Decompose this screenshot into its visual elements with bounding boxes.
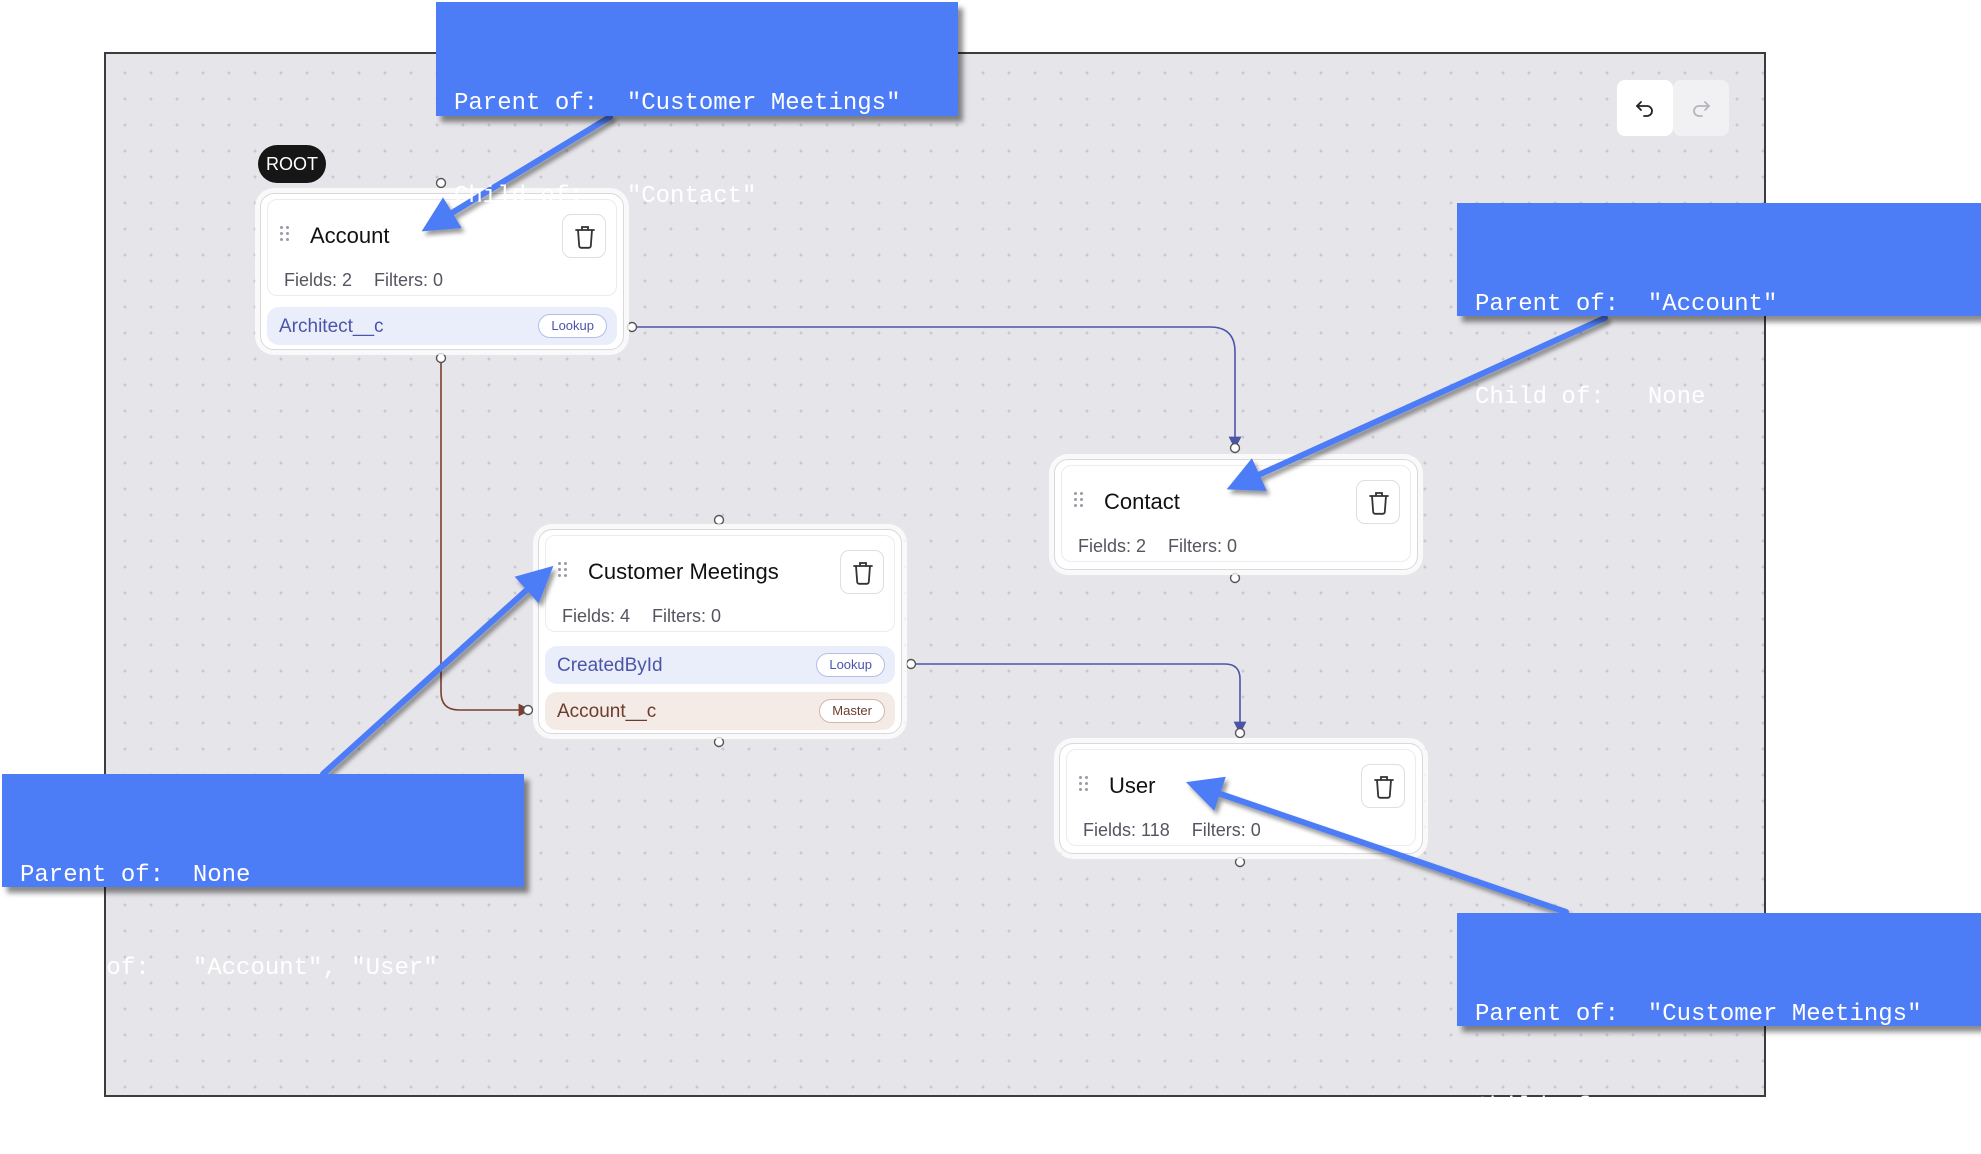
annotation-arrow: [1226, 315, 1608, 491]
edges-layer: [435, 177, 1247, 868]
field-name: Account__c: [557, 701, 657, 722]
node-stats: Fields: 2 Filters: 0: [1078, 536, 1259, 557]
callout-line: Child of: "Contact": [454, 183, 757, 210]
field-row-createdbyid[interactable]: CreatedById Lookup: [545, 646, 895, 684]
handle-account-top: [435, 177, 447, 189]
callout-line: Parent of: None: [20, 862, 251, 889]
field-row-architect[interactable]: Architect__c Lookup: [267, 307, 617, 345]
callout-account: Parent of: "Customer Meetings" Child of:…: [436, 2, 958, 210]
node-customer-meetings[interactable]: Customer Meetings Fields: 4 Filters: 0 Cr…: [538, 529, 902, 734]
drag-handle-icon[interactable]: [280, 226, 294, 244]
undo-button[interactable]: [1617, 80, 1673, 136]
callout-line: Parent of: "Account": [1475, 291, 1778, 318]
node-header: User Fields: 118 Filters: 0: [1066, 749, 1416, 846]
field-name: CreatedById: [557, 655, 663, 676]
fields-count: Fields: 118: [1083, 820, 1170, 840]
fields-count: Fields: 2: [1078, 536, 1147, 556]
trash-icon: [1374, 776, 1394, 799]
handle-meetings-top: [713, 514, 725, 526]
callout-line: Child of: None: [1475, 1094, 1706, 1121]
root-badge: ROOT: [258, 145, 326, 183]
edge-account-to-contact: [632, 326, 1242, 450]
callout-line: Child of: "Account", "User": [20, 955, 438, 982]
handle-createdbyid-out: [905, 658, 917, 670]
field-row-account-c[interactable]: Account__c Master: [545, 692, 895, 730]
field-name: Architect__c: [279, 316, 384, 337]
trash-icon: [1369, 492, 1389, 515]
annotation-arrow: [421, 114, 613, 232]
fields-count: Fields: 2: [284, 270, 353, 290]
edge-customer-meetings-to-user: [911, 663, 1247, 735]
redo-icon: [1693, 101, 1710, 117]
callout-line: Child of: None: [1475, 384, 1706, 411]
callout-contact: Parent of: "Account" Child of: None: [1457, 203, 1981, 411]
filters-count: Filters: 0: [374, 270, 444, 290]
field-type-badge: Lookup: [538, 314, 607, 338]
node-stats: Fields: 118 Filters: 0: [1083, 820, 1283, 841]
field-type-badge: Lookup: [816, 653, 885, 677]
drag-handle-icon[interactable]: [558, 562, 572, 580]
annotation-arrow: [1185, 776, 1569, 915]
field-type-badge: Master: [819, 699, 885, 723]
handle-meetings-bottom: [713, 736, 725, 748]
callout-line: Parent of: "Customer Meetings": [454, 90, 901, 117]
drag-handle-icon[interactable]: [1079, 776, 1093, 794]
node-title: Contact: [1104, 489, 1180, 514]
fields-count: Fields: 4: [562, 606, 631, 626]
filters-count: Filters: 0: [1168, 536, 1238, 556]
handle-contact-bottom: [1229, 572, 1241, 584]
handle-account-bottom: [435, 352, 447, 364]
node-header: Customer Meetings Fields: 4 Filters: 0: [545, 535, 895, 632]
node-stats: Fields: 2 Filters: 0: [284, 270, 465, 291]
annotation-arrow: [320, 565, 554, 777]
node-header: Contact Fields: 2 Filters: 0: [1061, 465, 1411, 562]
handle-user-top: [1234, 727, 1246, 739]
callout-line: Parent of: "Customer Meetings": [1475, 1001, 1922, 1028]
delete-node-button[interactable]: [840, 550, 884, 594]
trash-icon: [853, 562, 873, 585]
node-title: Account: [310, 223, 390, 248]
callout-user: Parent of: "Customer Meetings" Child of:…: [1457, 913, 1981, 1121]
filters-count: Filters: 0: [652, 606, 722, 626]
redo-button[interactable]: [1673, 80, 1729, 136]
node-stats: Fields: 4 Filters: 0: [562, 606, 743, 627]
filters-count: Filters: 0: [1191, 820, 1261, 840]
undo-icon: [1636, 101, 1653, 117]
drag-handle-icon[interactable]: [1074, 492, 1088, 510]
delete-node-button[interactable]: [1361, 764, 1405, 808]
node-title: Customer Meetings: [588, 559, 779, 584]
delete-node-button[interactable]: [1356, 480, 1400, 524]
node-title: User: [1109, 773, 1156, 798]
delete-node-button[interactable]: [562, 214, 606, 258]
edge-account-to-customer-meetings: [440, 361, 532, 717]
trash-icon: [575, 226, 595, 249]
callout-customer-meetings: Parent of: None Child of: "Account", "Us…: [2, 774, 524, 982]
handle-architect-out: [626, 321, 638, 333]
handle-user-bottom: [1234, 856, 1246, 868]
handle-contact-top: [1229, 442, 1241, 454]
annotation-arrows-layer: [320, 114, 1608, 915]
handle-accountc-in: [522, 704, 534, 716]
